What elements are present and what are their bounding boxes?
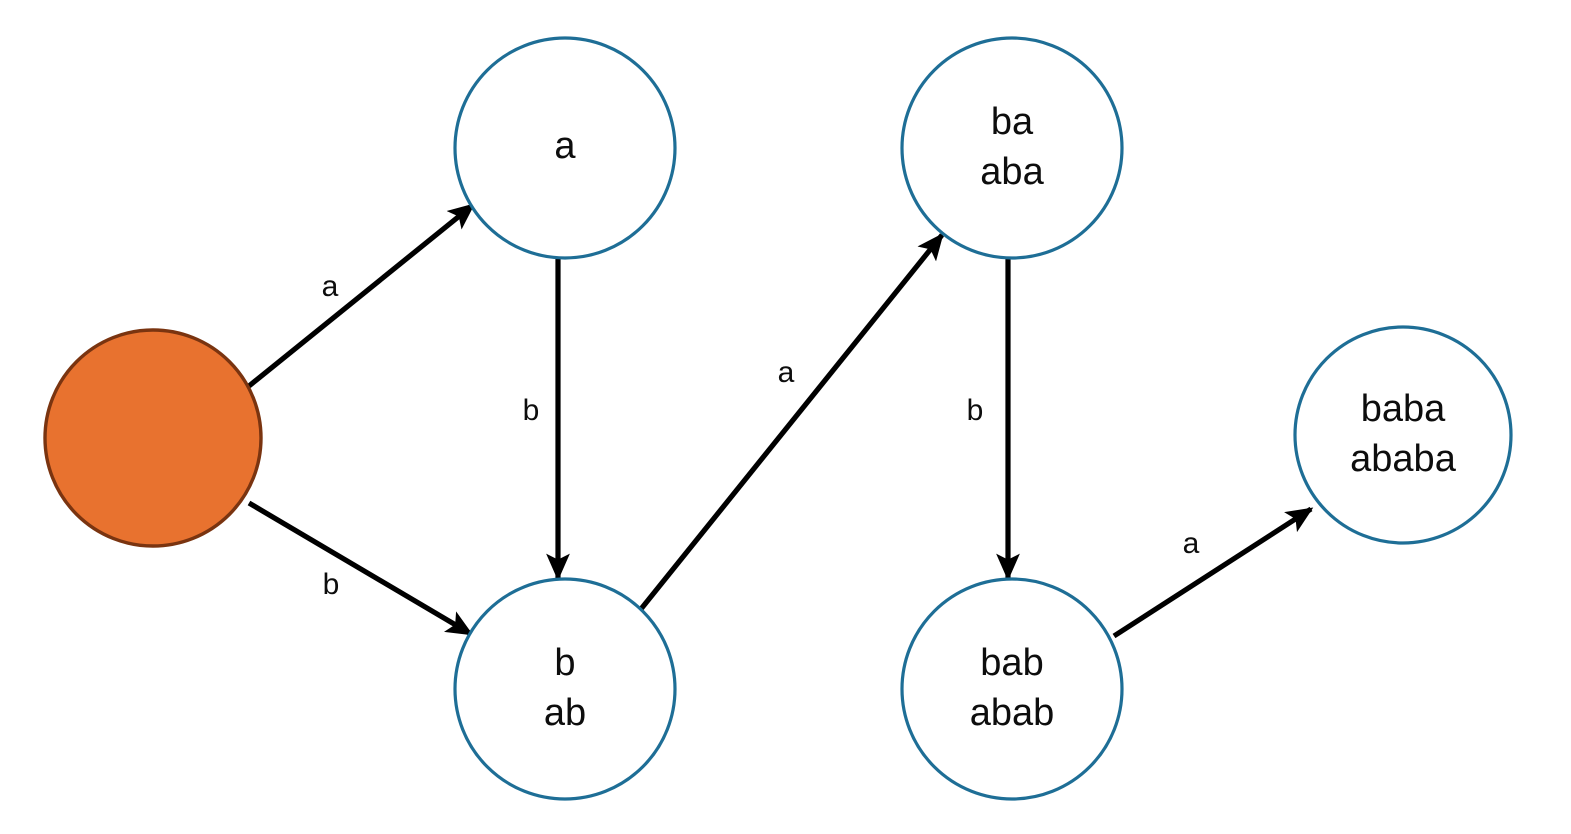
- node-baba_ababa[interactable]: baba ababa: [1293, 325, 1513, 545]
- edge-label-a-to-b: b: [523, 394, 540, 427]
- edge-b-to-ba: [638, 232, 945, 611]
- node-label-line2-b_ab: ab: [544, 692, 586, 734]
- state-node-circle[interactable]: [453, 577, 677, 801]
- state-node-circle[interactable]: [1293, 325, 1513, 545]
- edge-bab-to-baba: [1112, 506, 1314, 639]
- edge-label-b-to-ba: a: [778, 356, 795, 389]
- node-a[interactable]: a: [453, 36, 677, 260]
- node-bab_abab[interactable]: bab abab: [900, 577, 1124, 801]
- edge-label-start-to-b: b: [323, 568, 340, 601]
- edge-start-to-a: [247, 202, 476, 389]
- edge-labels-layer: a b b a b a: [322, 270, 1200, 601]
- edge-label-ba-to-bab: b: [967, 394, 984, 427]
- node-b_ab[interactable]: b ab: [453, 577, 677, 801]
- node-label-line1-baba_ababa: baba: [1361, 388, 1446, 430]
- edges-layer: [247, 202, 1314, 639]
- node-label-line2-bab_abab: abab: [970, 692, 1055, 734]
- node-label-line2-baba_ababa: ababa: [1350, 438, 1457, 480]
- node-label-line2-ba_aba: aba: [980, 151, 1044, 193]
- node-label-line1-a: a: [554, 125, 576, 167]
- node-label-line1-b_ab: b: [554, 642, 575, 684]
- state-node-circle[interactable]: [900, 36, 1124, 260]
- edge-label-bab-to-baba: a: [1183, 527, 1200, 560]
- state-node-circle[interactable]: [900, 577, 1124, 801]
- edge-label-start-to-a: a: [322, 270, 339, 303]
- node-ba_aba[interactable]: ba aba: [900, 36, 1124, 260]
- start-node-circle[interactable]: [43, 328, 263, 548]
- edge-start-to-b: [247, 500, 474, 637]
- node-label-line1-ba_aba: ba: [991, 101, 1034, 143]
- state-node-circle[interactable]: [453, 36, 677, 260]
- node-label-line1-bab_abab: bab: [980, 642, 1043, 684]
- node-start[interactable]: [43, 328, 263, 548]
